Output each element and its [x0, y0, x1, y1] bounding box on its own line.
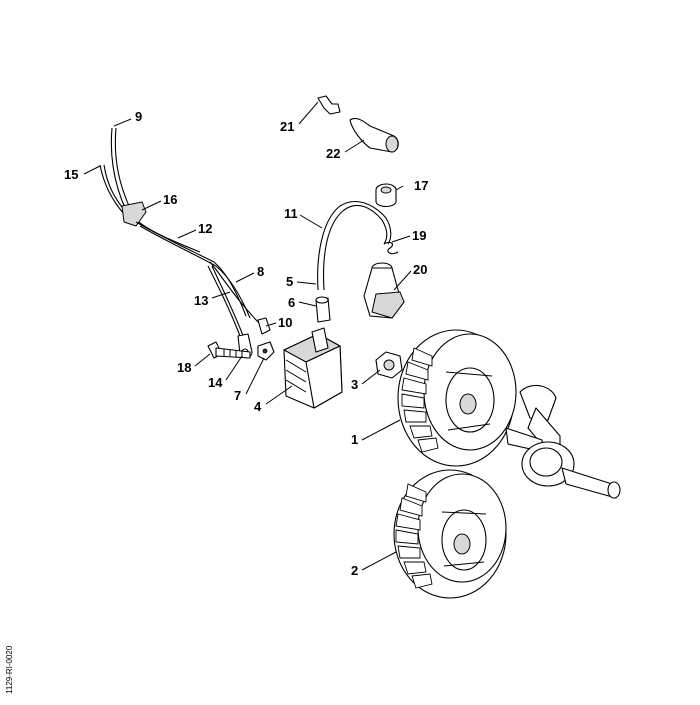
callout-8: 8	[257, 264, 264, 279]
part-flywheel-2	[393, 469, 507, 599]
part-boot-6	[315, 296, 331, 323]
callout-labels: 9 15 16 12 8 13 10 18 14 7 4 5 6 11 17 1…	[64, 109, 428, 578]
part-ignition-module-4	[283, 327, 343, 409]
callout-14: 14	[208, 375, 223, 390]
part-clip-21	[317, 95, 341, 115]
part-nut-3	[375, 351, 403, 379]
part-spark-plug-boot-20	[363, 262, 405, 319]
part-clip-7	[257, 341, 275, 361]
document-id-text: 1129-RI-0020	[5, 645, 14, 694]
callout-22: 22	[326, 146, 340, 161]
callout-19: 19	[412, 228, 426, 243]
callout-5: 5	[286, 274, 293, 289]
callout-21: 21	[280, 119, 294, 134]
part-connector-10	[257, 317, 271, 335]
callout-9: 9	[135, 109, 142, 124]
callout-10: 10	[278, 315, 292, 330]
callout-2: 2	[351, 563, 358, 578]
part-crankshaft	[505, 384, 621, 499]
part-cap-22	[349, 117, 399, 153]
document-id-label: 1129-RI-0020	[5, 645, 14, 694]
callout-16: 16	[163, 192, 177, 207]
part-flywheel-1	[397, 329, 517, 467]
part-hv-lead-11	[317, 201, 392, 291]
callout-18: 18	[177, 360, 191, 375]
callout-7: 7	[234, 388, 241, 403]
callout-15: 15	[64, 167, 78, 182]
part-grommet-17	[375, 183, 397, 208]
callout-12: 12	[198, 221, 212, 236]
callout-13: 13	[194, 293, 208, 308]
part-spring-19	[383, 241, 399, 255]
callout-20: 20	[413, 262, 427, 277]
callout-3: 3	[351, 377, 358, 392]
callout-11: 11	[284, 206, 298, 221]
leader-lines	[83, 101, 412, 571]
callout-6: 6	[288, 295, 295, 310]
callout-17: 17	[414, 178, 428, 193]
callout-1: 1	[351, 432, 358, 447]
callout-4: 4	[254, 399, 262, 414]
part-ignition-wires	[99, 127, 263, 339]
